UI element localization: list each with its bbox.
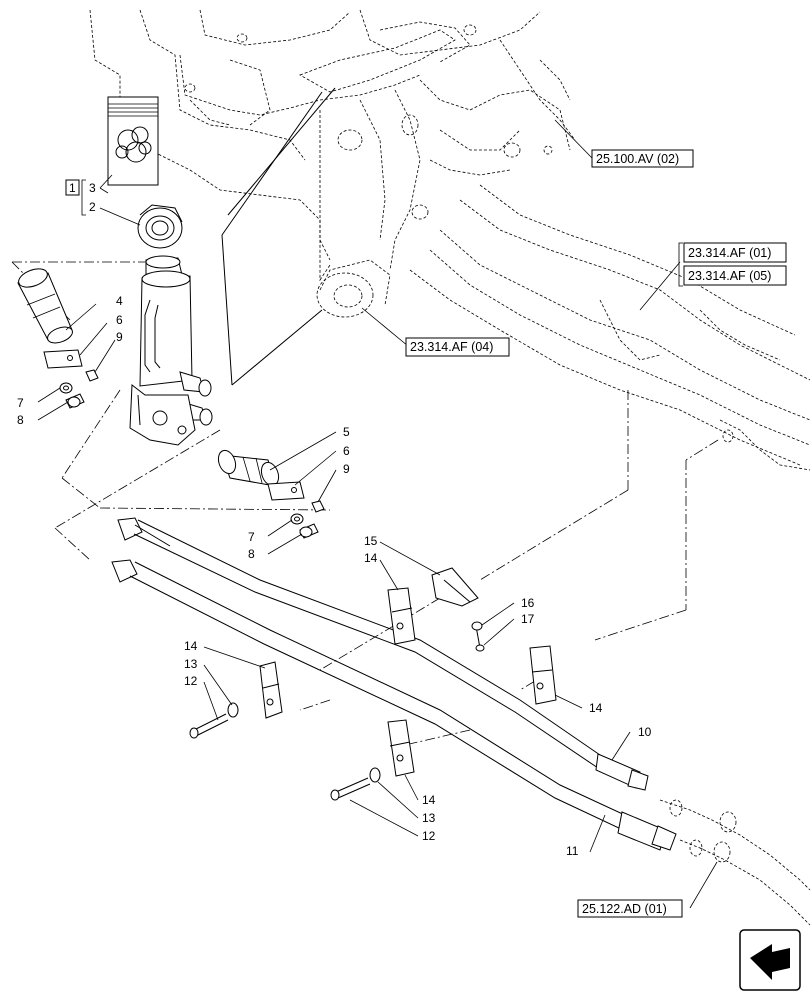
svg-text:23.314.AF (01): 23.314.AF (01) [688, 246, 771, 260]
callout-5: 5 [343, 425, 350, 439]
callout-15: 15 [364, 534, 378, 548]
bracket-bolt [471, 621, 485, 652]
svg-text:25.100.AV (02): 25.100.AV (02) [596, 152, 679, 166]
callout-9-lower: 9 [343, 462, 350, 476]
callout-12-middle: 12 [422, 829, 436, 843]
bolt-lower [299, 523, 319, 539]
hose-clamp-middle [387, 719, 415, 777]
pivot-pin-lower [217, 449, 280, 487]
kit-label: 1 [69, 181, 76, 195]
callout-16: 16 [521, 596, 535, 610]
hose-clamp-right [529, 645, 557, 705]
callout-12-left: 12 [184, 674, 198, 688]
washer-lower [290, 513, 304, 525]
ref-23-314-af-05[interactable]: 23.314.AF (05) [683, 265, 787, 286]
ref-23-314-af-01[interactable]: 23.314.AF (01) [678, 242, 787, 287]
svg-text:25.122.AD (01): 25.122.AD (01) [582, 902, 667, 916]
callout-4: 4 [116, 294, 123, 308]
reference-leaders [221, 87, 718, 909]
hose-clamp-left [259, 661, 283, 719]
callout-6-upper: 6 [116, 313, 123, 327]
callout-14-right: 14 [589, 701, 603, 715]
ref-25-122-ad-01[interactable]: 25.122.AD (01) [577, 899, 683, 918]
callout-14-middle: 14 [422, 793, 436, 807]
hydraulic-hose-10 [117, 517, 649, 791]
seal-kit-bag [107, 96, 159, 186]
next-page-arrow-icon[interactable] [739, 929, 801, 991]
callout-3: 3 [89, 181, 96, 195]
clamp-bolt-left [189, 713, 229, 739]
gland-nut [137, 204, 183, 249]
hose-fittings-connection [659, 799, 811, 926]
clamp-bolt-middle [330, 777, 371, 801]
mounting-bracket [431, 567, 479, 607]
clamp-washer-middle [369, 767, 381, 783]
tractor-frame-illustration [89, 9, 811, 471]
callout-7-lower: 7 [248, 530, 255, 544]
callout-numbers: 3 2 4 6 9 7 8 5 6 9 7 8 15 14 16 17 14 1… [17, 181, 652, 858]
callout-14-left: 14 [184, 639, 198, 653]
pivot-pin-upper [17, 268, 73, 344]
callout-9-upper: 9 [116, 330, 123, 344]
hose-clamp-upper-a [387, 587, 416, 645]
callout-leaders [37, 174, 631, 853]
callout-11: 11 [566, 844, 579, 858]
callout-8-upper: 8 [17, 413, 24, 427]
svg-text:23.314.AF (05): 23.314.AF (05) [688, 269, 771, 283]
callout-2: 2 [89, 200, 96, 214]
callout-10: 10 [638, 725, 652, 739]
retainer-plate-lower [267, 481, 305, 501]
ref-25-100-av-02[interactable]: 25.100.AV (02) [591, 149, 694, 168]
callout-17: 17 [521, 612, 535, 626]
retainer-plate-upper [43, 349, 83, 369]
nut-upper [85, 369, 99, 382]
callout-13-left: 13 [184, 657, 198, 671]
nut-lower [311, 500, 325, 513]
callout-7-upper: 7 [17, 396, 24, 410]
callout-6-lower: 6 [343, 444, 350, 458]
svg-text:23.314.AF (04): 23.314.AF (04) [410, 340, 493, 354]
callout-14-upper: 14 [364, 551, 378, 565]
kit-bracket: 1 [65, 179, 86, 216]
hydraulic-hose-11 [111, 559, 677, 851]
clamp-washer-left [227, 702, 239, 718]
bolt-upper [65, 393, 85, 409]
callout-8-lower: 8 [248, 547, 255, 561]
ref-23-314-af-04[interactable]: 23.314.AF (04) [405, 337, 510, 357]
hydraulic-cylinder [129, 255, 213, 446]
callout-13-middle: 13 [422, 811, 436, 825]
washer-upper [59, 382, 73, 394]
